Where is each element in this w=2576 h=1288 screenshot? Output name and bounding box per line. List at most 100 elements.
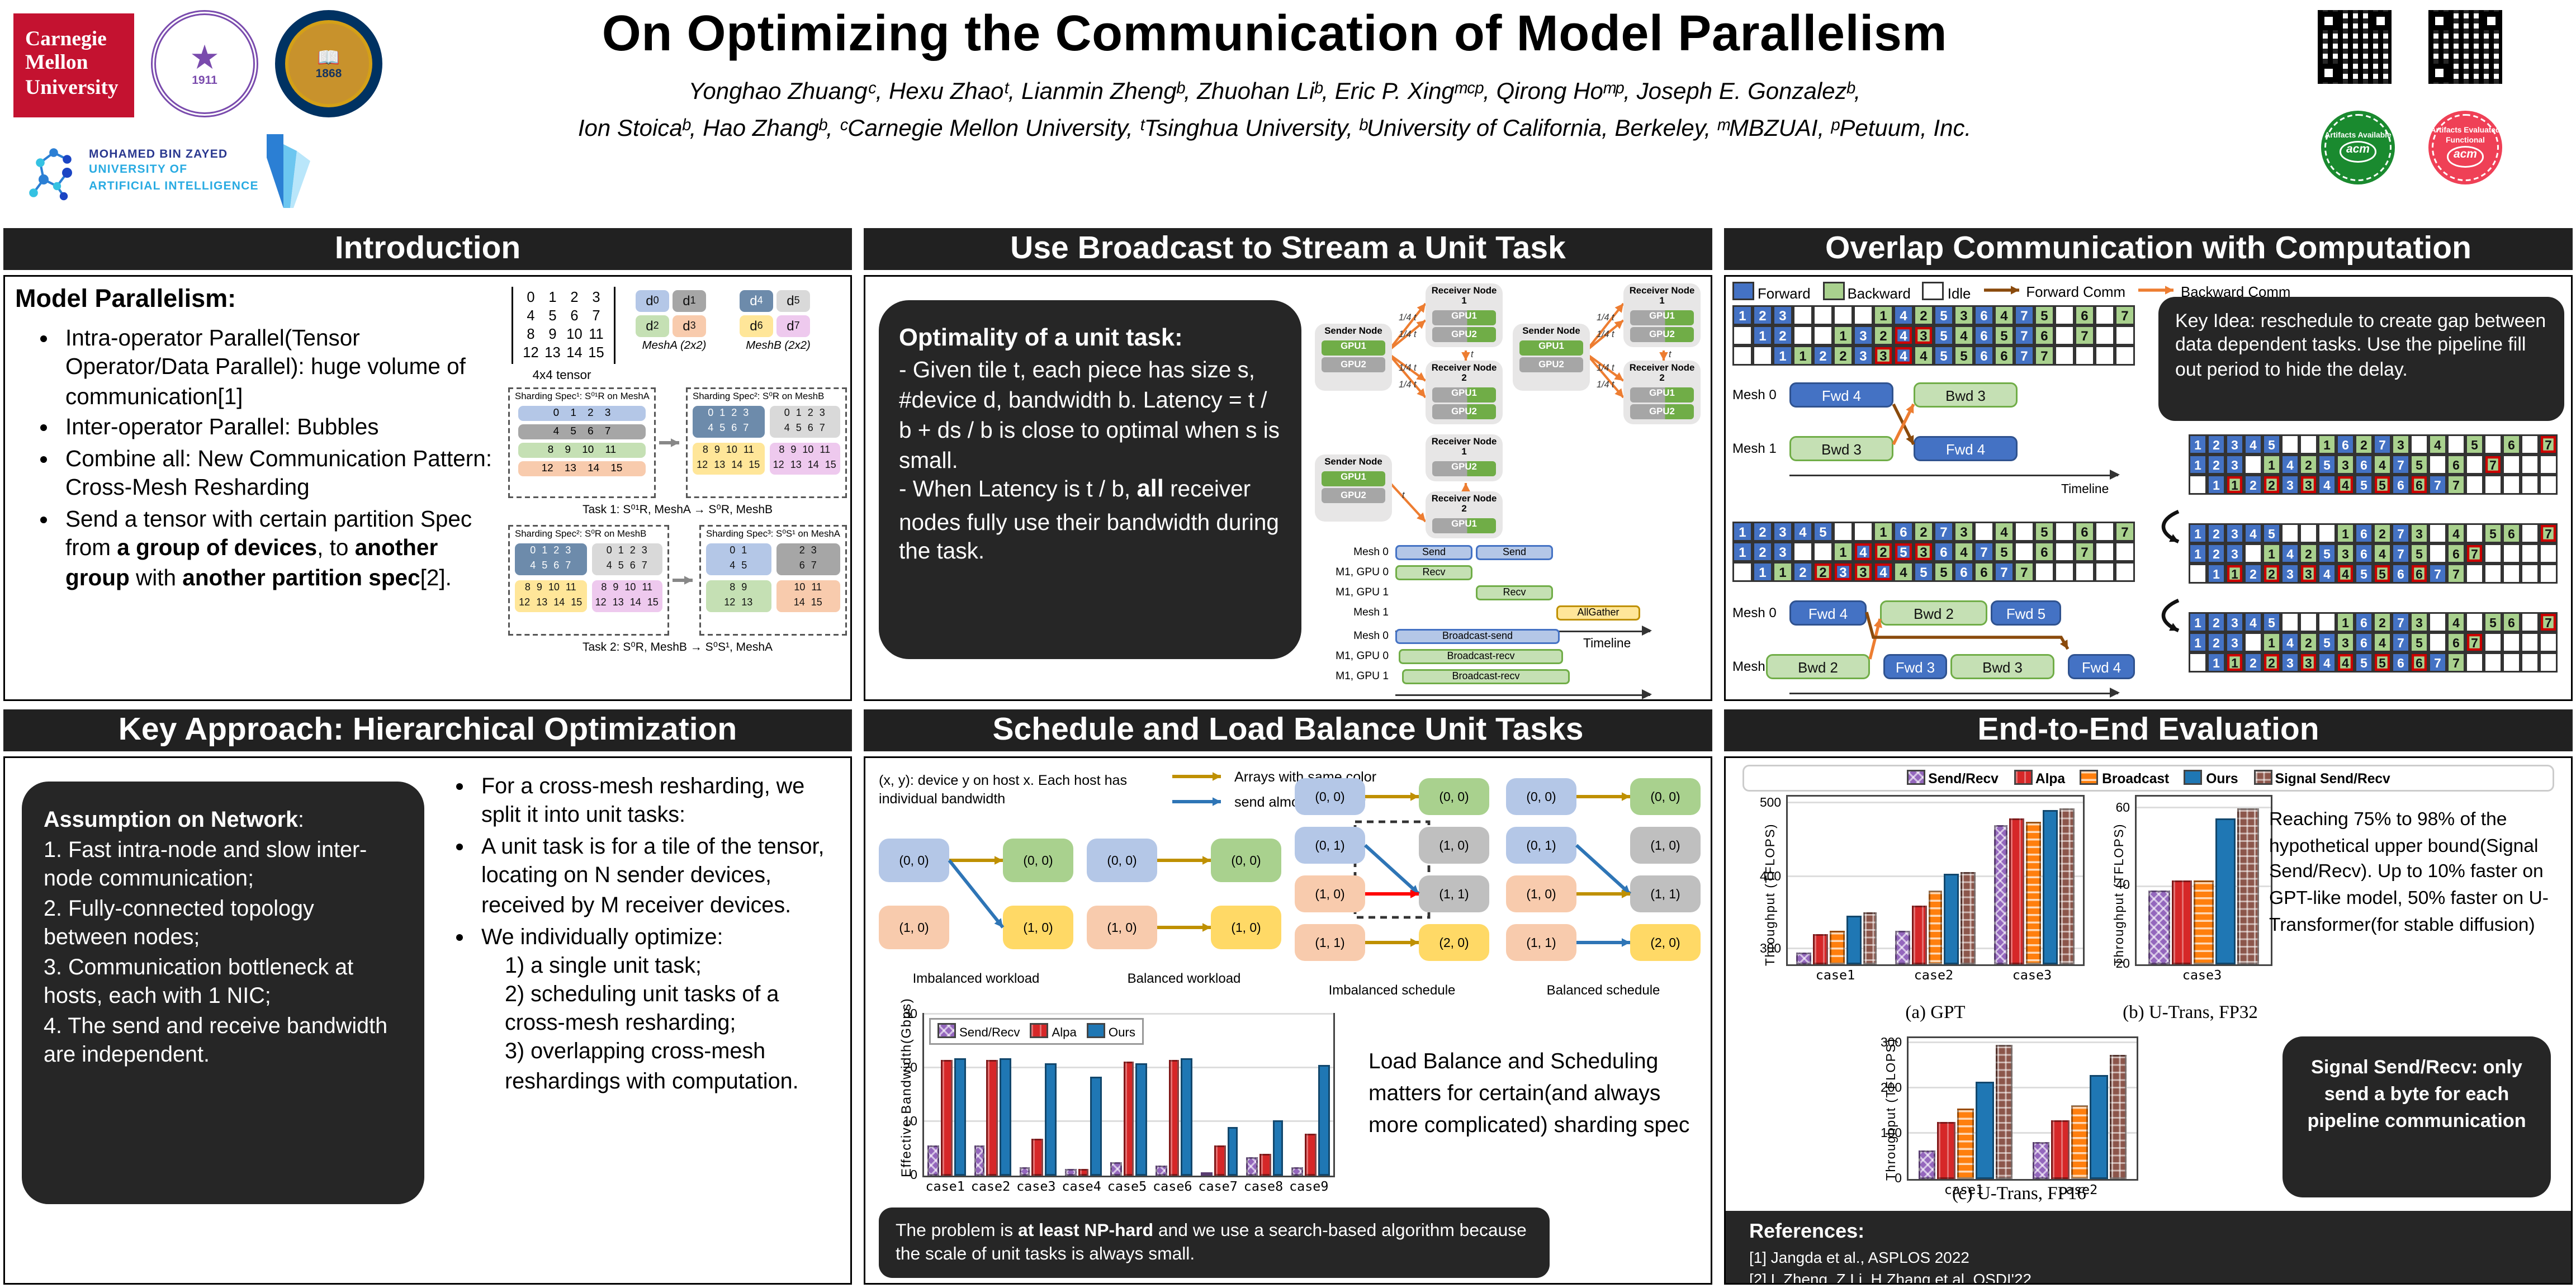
pipeline-cell: 5 <box>2484 523 2502 543</box>
pipeline-cell: 5 <box>2373 564 2392 584</box>
matrix-cell: 10 <box>566 325 583 342</box>
pipeline-cell <box>1793 305 1813 325</box>
net-arrows: t <box>1388 480 1470 523</box>
timeline-bar: Send <box>1476 545 1553 560</box>
pipeline-cell: 3 <box>2299 652 2318 673</box>
bar-group <box>924 1015 969 1176</box>
pipeline-cell: 3 <box>1773 522 1793 542</box>
pipeline-cell: 2 <box>2262 564 2281 584</box>
intro-bullet: Inter-operator Parallel: Bubbles <box>65 413 498 442</box>
tick-label: 20 <box>903 1060 917 1075</box>
pipeline-cell: 2 <box>1873 325 1893 345</box>
tick-label: 40 <box>2115 878 2130 893</box>
matrix-cell: 11 <box>589 325 604 342</box>
pipeline-cell: 6 <box>2355 543 2373 564</box>
bar-alpa <box>1911 906 1926 964</box>
pipeline-cell: 3 <box>2410 523 2428 543</box>
pipeline-cell <box>2189 564 2207 584</box>
pipeline-cell: 7 <box>2392 612 2410 632</box>
pipeline-cell: 4 <box>1893 325 1914 345</box>
timeline-row-label: M1, GPU 0 <box>1336 651 1389 662</box>
pipeline-cell: 1 <box>2225 475 2244 495</box>
matrix-caption: 4x4 tensor <box>532 367 591 382</box>
resharding-arrow <box>673 576 693 585</box>
matrix-cell: 13 <box>544 344 561 361</box>
reference-item: [2] L Zheng, Z Li, H Zhang et al, OSDI'2… <box>1749 1272 2032 1285</box>
node-title: Receiver Node 2 <box>1629 364 1695 384</box>
node-title: Sender Node <box>1324 327 1382 337</box>
pipeline-cell: 7 <box>2539 612 2558 632</box>
pipeline-cell <box>2428 612 2447 632</box>
pipeline-cell: 3 <box>2392 434 2410 454</box>
pipeline-cell: 4 <box>2447 612 2465 632</box>
pipeline-cell <box>2484 475 2502 495</box>
matrix-cell: 8 <box>527 325 535 342</box>
pipeline-cell: 6 <box>2447 454 2465 475</box>
node-title: Receiver Node 1 <box>1431 438 1497 458</box>
mini-diagram-imbalanced-workload: (0, 0)(1, 0)(0, 0)(1, 0)Imbalanced workl… <box>879 839 1073 986</box>
pipeline-cell: 6 <box>2075 522 2095 542</box>
network-assumptions: Assumption on Network:1. Fast intra-node… <box>22 782 424 1204</box>
sharding-spec-title: Sharding Spec²: S⁰R on MeshB <box>515 530 647 540</box>
pipeline-cell: 6 <box>2355 632 2373 652</box>
pipeline-cell <box>2521 434 2539 454</box>
svg-text:1/4 t: 1/4 t <box>1597 312 1615 323</box>
pipeline-cell: 2 <box>1914 305 1934 325</box>
plot-area <box>1786 795 2085 966</box>
pipeline-cell: 3 <box>1954 305 1974 325</box>
shard-row: 4 5 6 7 <box>518 424 646 439</box>
svg-text:(1, 0): (1, 0) <box>1023 920 1053 935</box>
pipeline-cell: 4 <box>2281 632 2299 652</box>
pipeline-cell: 5 <box>2355 475 2373 495</box>
pipeline-cell: 7 <box>2075 325 2095 345</box>
pipeline-cell: 2 <box>2207 612 2225 632</box>
mbzuai-text: MOHAMED BIN ZAYED UNIVERSITY OF ARTIFICI… <box>89 149 259 193</box>
bar-group <box>1152 1015 1197 1176</box>
mesh-caption: MeshA (2x2) <box>642 340 707 352</box>
key-approach-bullet: For a cross-mesh resharding, we split it… <box>481 771 844 829</box>
pipeline-cell: 6 <box>2410 652 2428 673</box>
svg-text:(1, 1): (1, 1) <box>1439 887 1469 901</box>
gpu-chip: GPU1 <box>1432 309 1496 325</box>
flow-bar: Bwd 3 <box>1950 654 2054 679</box>
sharding-spec-title: Sharding Spec²: S⁰R on MeshB <box>693 392 825 402</box>
pipeline-cell: 2 <box>1753 305 1773 325</box>
svg-text:(1, 0): (1, 0) <box>1650 838 1680 853</box>
mini-diagram-balanced-schedule: (0, 0)(0, 1)(1, 0)(1, 1)(0, 0)(1, 0)(1, … <box>1506 778 1701 998</box>
pipeline-cell: 2 <box>1873 542 1893 562</box>
pipeline-cell: 7 <box>2447 564 2465 584</box>
pipeline-cell: 6 <box>2355 454 2373 475</box>
pipeline-cell: 1 <box>1753 562 1773 582</box>
pipeline-cell <box>1813 305 1833 325</box>
legend-item: Forward <box>1732 282 1811 302</box>
timeline-track: Broadcast-recv <box>1395 669 1647 686</box>
svg-text:(0, 0): (0, 0) <box>1023 853 1053 868</box>
pipeline-cell: 4 <box>1914 345 1934 366</box>
bar-alpa <box>1077 1169 1089 1176</box>
pipeline-cell: 1 <box>2336 523 2355 543</box>
pipeline-cell <box>2428 454 2447 475</box>
category-label: case5 <box>1107 1179 1147 1194</box>
gpu-chip: GPU2 <box>1432 404 1496 419</box>
pipeline-cell <box>2054 542 2075 562</box>
svg-text:t: t <box>1402 490 1405 500</box>
pipeline-cell <box>2465 564 2484 584</box>
pipeline-cell: 1 <box>2262 454 2281 475</box>
